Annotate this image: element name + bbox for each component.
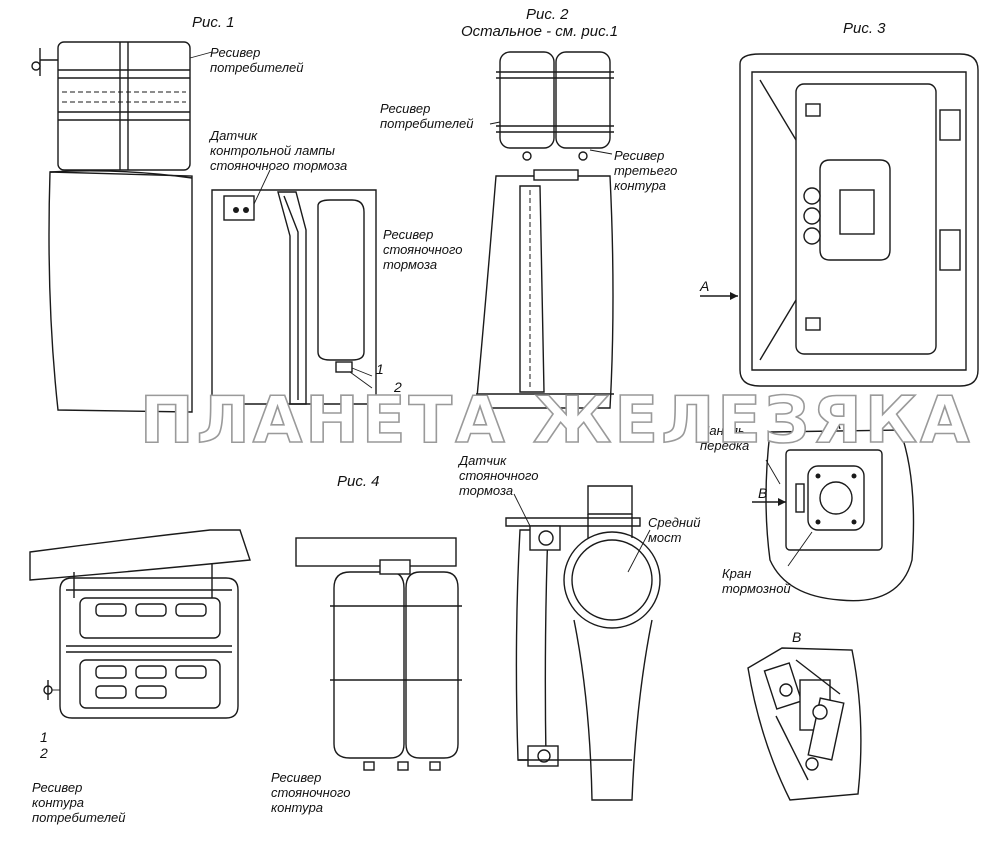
fig1-receiver-consumers-drawing [31,41,213,171]
fig2-frame-rail [475,169,614,409]
view-a-arrow-letter: A [700,278,710,294]
label-receiver-parking-circuit: Ресивер стояночного контура [271,770,351,815]
view-a-title: A [832,416,842,432]
label-brake-valve: Кран тормозной [722,566,791,596]
callout-2-fig4: 2 [40,745,48,761]
label-parking-brake-sensor: Датчик стояночного тормоза [459,453,539,498]
label-parking-lamp-sensor: Датчик контрольной лампы стояночного тор… [210,128,348,173]
label-receiver-consumers-2: Ресивер потребителей [380,101,474,131]
label-receiver-parking-1: Ресивер стояночного тормоза [383,227,463,272]
fig4-title: Рис. 4 [337,473,380,490]
fig4-parking-receiver-drawing [295,537,462,771]
view-b-drawing [747,647,862,801]
label-receiver-third-circuit: Ресивер третьего контура [614,148,678,193]
fig2-title: Рис. 2 [526,6,569,23]
view-b-title: B [792,629,802,645]
callout-1-fig1: 1 [376,361,384,377]
fig3-title: Рис. 3 [843,20,886,37]
label-front-panel: Панель передка [700,423,750,453]
callout-2-fig1: 2 [394,379,402,395]
fig4-consumers-receiver-drawing [29,529,251,719]
label-receiver-consumers-1: Ресивер потребителей [210,45,304,75]
label-receiver-consumers-circuit: Ресивер контура потребителей [32,780,126,825]
label-middle-axle: Средний мост [648,515,701,545]
fig1-frame-rail [48,170,193,413]
view-a-drawing [752,429,915,602]
fig1-title: Рис. 1 [192,14,235,31]
view-b-arrow-letter: B [758,485,768,501]
fig2-note: Остальное - см. рис.1 [461,23,619,40]
watermark: ПЛАНЕТА ЖЕЛЕЗЯКА [139,383,973,459]
callout-1-fig4: 1 [40,729,48,745]
fig1-parking-receiver-drawing [211,169,377,405]
fig4-middle-axle-drawing [505,485,661,801]
fig2-receivers-drawing [489,51,614,161]
fig3-cab-top-view [700,53,979,387]
